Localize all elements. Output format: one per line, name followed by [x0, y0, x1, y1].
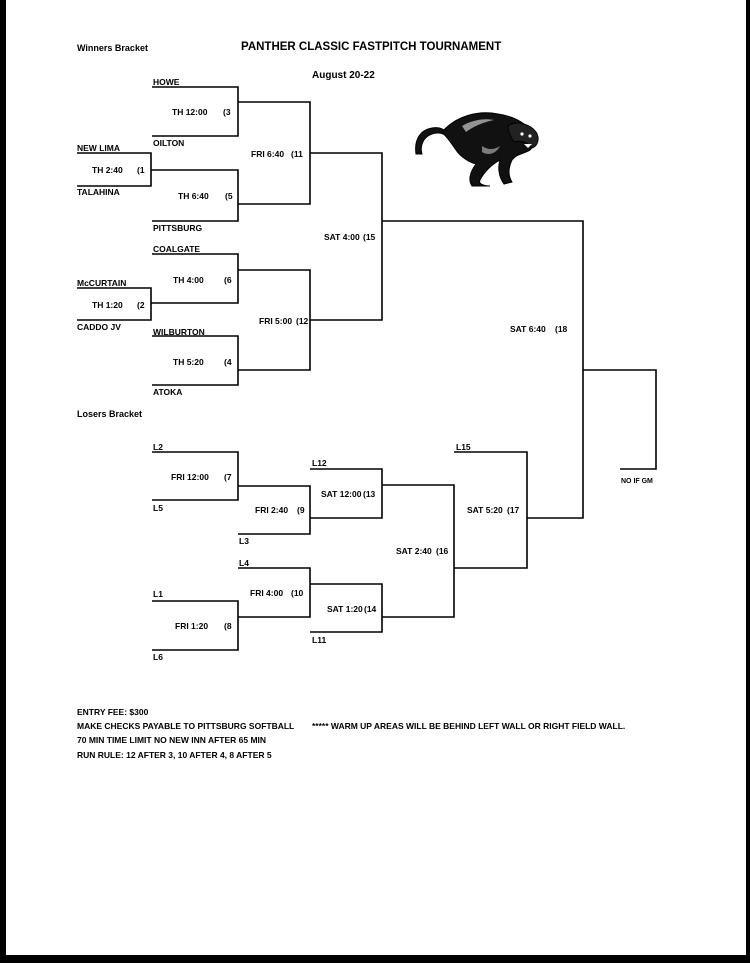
bracket-game-2-lines — [77, 287, 152, 321]
game-8-number: (8 — [224, 621, 232, 631]
game-2-time: TH 1:20 — [92, 300, 123, 310]
team-wilburton: WILBURTON — [153, 327, 205, 337]
bracket-game-18-lines — [382, 220, 584, 519]
game-11-time: FRI 6:40 — [251, 149, 285, 159]
slot-l6: L6 — [153, 652, 163, 662]
entry-fee: ENTRY FEE: $300 — [77, 707, 149, 717]
team-new-lima: NEW LIMA — [77, 143, 120, 153]
panther-icon — [415, 112, 539, 187]
bracket-game-9-lines — [238, 485, 311, 535]
game-15-number: (15 — [363, 232, 376, 242]
losers-bracket-label: Losers Bracket — [77, 409, 143, 419]
game-18-time: SAT 6:40 — [510, 324, 546, 334]
game-7-number: (7 — [224, 472, 232, 482]
game-12-number: (12 — [296, 316, 309, 326]
no-if-game-label: NO IF GM — [621, 478, 653, 485]
game-14-number: (14 — [364, 604, 377, 614]
bracket-game-3-lines — [152, 86, 239, 137]
run-rule: RUN RULE: 12 AFTER 3, 10 AFTER 4, 8 AFTE… — [77, 750, 272, 760]
game-9-time: FRI 2:40 — [255, 505, 289, 515]
team-howe: HOWE — [153, 77, 180, 87]
game-13-time: SAT 12:00 — [321, 489, 362, 499]
game-3-number: (3 — [223, 107, 231, 117]
slot-l4: L4 — [239, 558, 249, 568]
game-11-number: (11 — [291, 149, 303, 159]
game-13-number: (13 — [363, 489, 376, 499]
bracket-game-13-lines — [310, 468, 383, 519]
game-5-time: TH 6:40 — [178, 191, 209, 201]
slot-l12: L12 — [312, 458, 327, 468]
game-15-time: SAT 4:00 — [324, 232, 360, 242]
game-7-time: FRI 12:00 — [171, 472, 209, 482]
bracket-game-10-lines — [238, 567, 311, 618]
bracket-game-15-lines — [310, 152, 383, 321]
game-8-time: FRI 1:20 — [175, 621, 209, 631]
bracket-game-14-lines — [310, 583, 383, 633]
bracket-game-4-lines — [152, 335, 239, 386]
warmup-note: ***** WARM UP AREAS WILL BE BEHIND LEFT … — [312, 721, 626, 731]
game-16-time: SAT 2:40 — [396, 546, 432, 556]
bracket-game-6-lines — [151, 253, 239, 304]
game-9-number: (9 — [297, 505, 305, 515]
game-2-number: (2 — [137, 300, 145, 310]
bracket-game-5-lines — [151, 169, 239, 222]
game-10-number: (10 — [291, 588, 304, 598]
team-caddo-jv: CADDO JV — [77, 322, 121, 332]
team-atoka: ATOKA — [153, 387, 183, 397]
winners-bracket-label: Winners Bracket — [77, 43, 148, 53]
game-1-time: TH 2:40 — [92, 165, 123, 175]
team-talahina: TALAHINA — [77, 187, 120, 197]
game-12-time: FRI 5:00 — [259, 316, 293, 326]
bracket-game-17-lines — [454, 451, 528, 569]
bracket-game-8-lines — [152, 600, 239, 651]
game-6-number: (6 — [224, 275, 232, 285]
bracket-if-game-lines — [583, 369, 657, 470]
bracket-game-7-lines — [152, 451, 239, 501]
slot-l15: L15 — [456, 442, 471, 452]
team-mccurtain: McCURTAIN — [77, 278, 127, 288]
team-oilton: OILTON — [153, 138, 185, 148]
bracket-sheet — [6, 0, 746, 955]
checks-payable: MAKE CHECKS PAYABLE TO PITTSBURG SOFTBAL… — [77, 721, 295, 731]
game-18-number: (18 — [555, 324, 568, 334]
slot-l5: L5 — [153, 503, 163, 513]
time-limit: 70 MIN TIME LIMIT NO NEW INN AFTER 65 MI… — [77, 735, 267, 745]
game-16-number: (16 — [436, 546, 449, 556]
game-6-time: TH 4:00 — [173, 275, 204, 285]
game-10-time: FRI 4:00 — [250, 588, 284, 598]
tournament-dates: August 20-22 — [312, 70, 375, 81]
game-5-number: (5 — [225, 191, 233, 201]
game-17-time: SAT 5:20 — [467, 505, 503, 515]
slot-l11: L11 — [312, 635, 327, 645]
game-4-number: (4 — [224, 357, 232, 367]
game-14-time: SAT 1:20 — [327, 604, 363, 614]
slot-l2: L2 — [153, 442, 163, 452]
bracket-game-16-lines — [382, 484, 455, 618]
page-title: PANTHER CLASSIC FASTPITCH TOURNAMENT — [241, 41, 502, 53]
team-pittsburg: PITTSBURG — [153, 223, 203, 233]
slot-l1: L1 — [153, 589, 163, 599]
team-coalgate: COALGATE — [153, 244, 201, 254]
game-3-time: TH 12:00 — [172, 107, 208, 117]
slot-l3: L3 — [239, 536, 249, 546]
game-17-number: (17 — [507, 505, 520, 515]
game-1-number: (1 — [137, 165, 145, 175]
game-4-time: TH 5:20 — [173, 357, 204, 367]
